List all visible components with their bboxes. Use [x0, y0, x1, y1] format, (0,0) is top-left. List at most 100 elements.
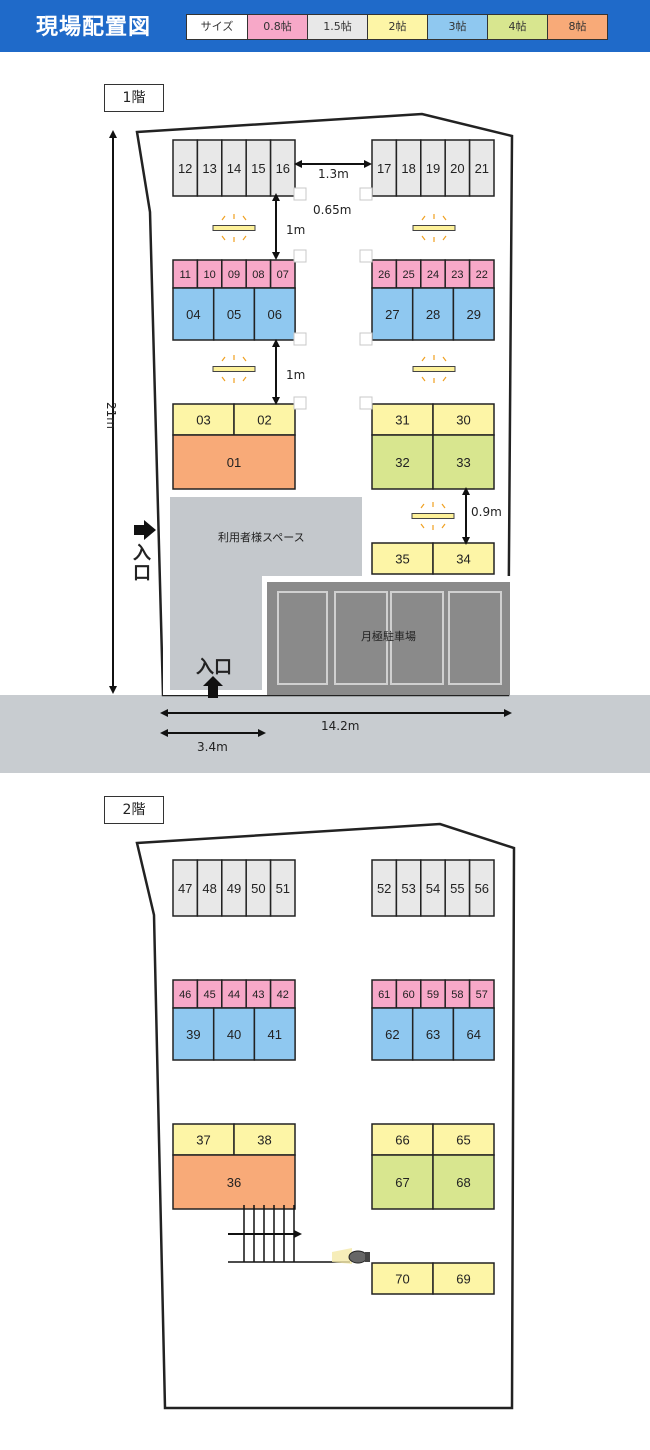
floor2-unit-47[interactable]	[172, 859, 199, 917]
floor2-unit-label: 45	[203, 989, 215, 1001]
floor2-unit-50[interactable]	[245, 859, 272, 917]
floor2-unit-54[interactable]	[420, 859, 446, 917]
entrance-width-label: 3.4m	[197, 740, 228, 754]
floor2-unit-label: 59	[427, 989, 439, 1001]
floor2-unit-label: 60	[402, 989, 414, 1001]
floor2-unit-53[interactable]	[395, 859, 422, 917]
floor1-unit-02[interactable]	[233, 403, 296, 436]
floor2-unit-68[interactable]	[432, 1154, 495, 1210]
floor2-unit-label: 70	[395, 1272, 409, 1287]
size-legend: サイズ 0.8帖 1.5帖 2帖 3帖 4帖 8帖	[186, 14, 608, 40]
floor1-unit-03[interactable]	[172, 403, 235, 436]
floor2-unit-41[interactable]	[253, 1007, 296, 1061]
floor2-unit-51[interactable]	[269, 859, 296, 917]
floor1-unit-label: 23	[451, 269, 463, 281]
floor1-unit-label: 25	[402, 269, 414, 281]
floor2-unit-label: 64	[467, 1027, 481, 1042]
floor1-unit-label: 20	[450, 161, 464, 176]
floor1-unit-13[interactable]	[196, 139, 223, 197]
floor2-unit-43[interactable]	[245, 979, 272, 1009]
legend-item-2: 2帖	[367, 15, 427, 39]
floor2-unit-label: 65	[456, 1133, 470, 1148]
floor2-unit-label: 40	[227, 1027, 241, 1042]
floor2-unit-label: 41	[268, 1027, 282, 1042]
floor2-unit-label: 37	[196, 1133, 210, 1148]
floor2-unit-label: 57	[476, 989, 488, 1001]
ceiling-light-icon	[411, 502, 455, 530]
floor2-unit-label: 52	[377, 881, 391, 896]
floor1-unit-35[interactable]	[371, 542, 434, 575]
pillar	[293, 396, 307, 410]
floor2-unit-38[interactable]	[233, 1123, 296, 1156]
floor2-unit-label: 66	[395, 1133, 409, 1148]
floor2-unit-label: 50	[251, 881, 265, 896]
floor1-unit-label: 35	[395, 552, 409, 567]
floor2-unit-69[interactable]	[432, 1262, 495, 1295]
floor2-unit-label: 56	[475, 881, 489, 896]
floor1-unit-label: 28	[426, 307, 440, 322]
floor2-unit-label: 67	[395, 1175, 409, 1190]
aisle-sub-width-label: 0.65m	[313, 203, 352, 217]
security-camera-icon	[332, 1248, 370, 1264]
ceiling-light-icon	[212, 214, 256, 242]
floor1-unit-12[interactable]	[172, 139, 199, 197]
pillar	[359, 187, 373, 201]
floor1-unit-label: 33	[456, 455, 470, 470]
floor1-unit-label: 31	[395, 413, 409, 428]
floor1-unit-label: 03	[196, 413, 210, 428]
floor1-unit-32[interactable]	[371, 434, 434, 490]
aisle-width-label: 1.3m	[318, 167, 349, 181]
legend-item-size: サイズ	[187, 15, 247, 39]
floor1-unit-15[interactable]	[245, 139, 272, 197]
floor1-unit-01[interactable]	[172, 434, 296, 490]
floor2-unit-46[interactable]	[172, 979, 199, 1009]
parking-slot	[277, 591, 328, 685]
floor2-unit-label: 51	[276, 881, 290, 896]
floor2-unit-52[interactable]	[371, 859, 398, 917]
floor1-unit-28[interactable]	[411, 287, 455, 341]
floor1-unit-21[interactable]	[468, 139, 495, 197]
floor2-unit-55[interactable]	[444, 859, 471, 917]
floor2-unit-64[interactable]	[452, 1007, 495, 1061]
floor1-unit-33[interactable]	[432, 434, 495, 490]
floor2-unit-48[interactable]	[196, 859, 223, 917]
floor2-unit-65[interactable]	[432, 1123, 495, 1156]
floor2-unit-label: 49	[227, 881, 241, 896]
floor2-unit-label: 43	[252, 989, 264, 1001]
parking-slot	[448, 591, 502, 685]
parking-label: 月極駐車場	[361, 630, 416, 643]
floor2-unit-label: 38	[257, 1133, 271, 1148]
floor2-unit-label: 47	[178, 881, 192, 896]
floor2-unit-70[interactable]	[371, 1262, 434, 1295]
floor2-unit-56[interactable]	[468, 859, 495, 917]
floor1-unit-29[interactable]	[452, 287, 495, 341]
floor2-unit-label: 55	[450, 881, 464, 896]
floor2-unit-label: 63	[426, 1027, 440, 1042]
floor2-unit-62[interactable]	[371, 1007, 414, 1061]
height-dimension-label: 21m	[104, 402, 118, 429]
floor1-unit-label: 16	[276, 161, 290, 176]
floor1-unit-22[interactable]	[468, 259, 495, 289]
floor1-unit-20[interactable]	[444, 139, 471, 197]
floor2-unit-40[interactable]	[212, 1007, 256, 1061]
pillar	[293, 332, 307, 346]
floor2-unit-37[interactable]	[172, 1123, 235, 1156]
floor2-unit-label: 44	[228, 989, 240, 1001]
floor2-unit-label: 68	[456, 1175, 470, 1190]
floor2-unit-label: 39	[186, 1027, 200, 1042]
floor2-unit-44[interactable]	[221, 979, 247, 1009]
page-title: 現場配置図	[36, 15, 152, 40]
ceiling-light-icon	[212, 355, 256, 383]
floor1-unit-16[interactable]	[269, 139, 296, 197]
floor1-unit-34[interactable]	[432, 542, 495, 575]
user-space-area	[170, 497, 362, 690]
floor2-unit-57[interactable]	[468, 979, 495, 1009]
floor1-unit-05[interactable]	[212, 287, 256, 341]
floor1-unit-14[interactable]	[221, 139, 247, 197]
legend-item-8: 8帖	[547, 15, 607, 39]
floor2-unit-label: 53	[401, 881, 415, 896]
floor1-unit-label: 13	[202, 161, 216, 176]
floor2-unit-36[interactable]	[172, 1154, 296, 1210]
pillar	[359, 396, 373, 410]
floor1-unit-label: 06	[268, 307, 282, 322]
